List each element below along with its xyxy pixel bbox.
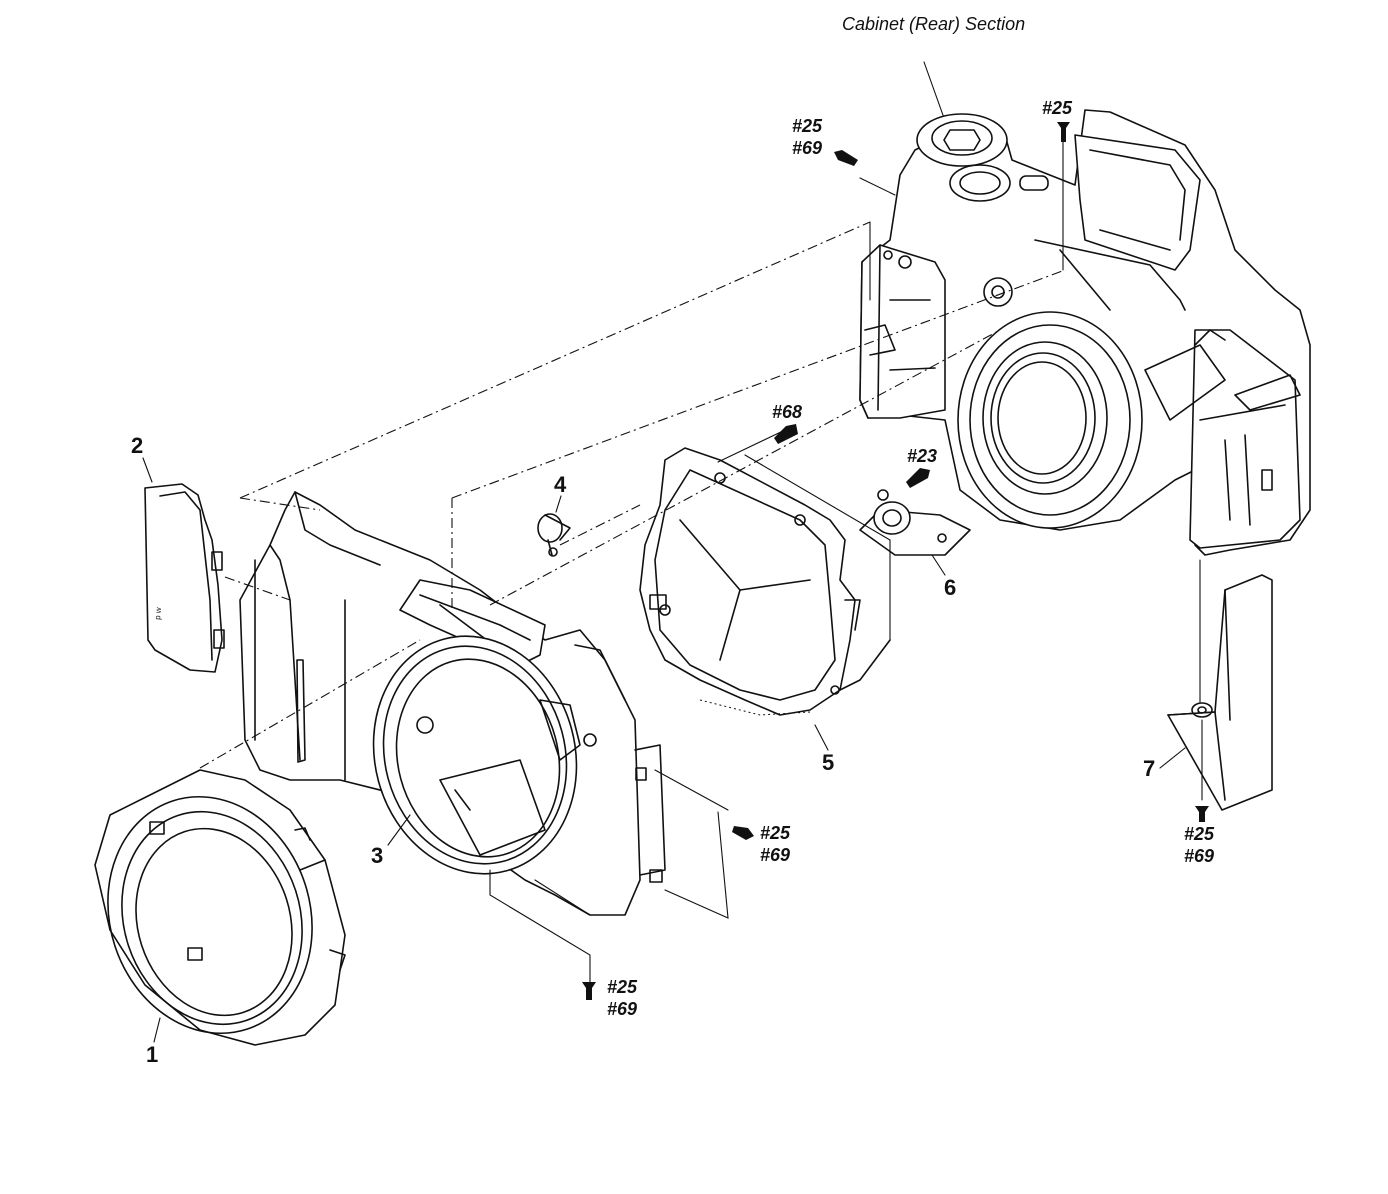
screw-ref-hinge: #23 bbox=[907, 446, 937, 466]
screw-ref-top-left-a: #25 bbox=[792, 116, 823, 136]
screw-ref-top-left-b: #69 bbox=[792, 138, 822, 158]
screw-ref-bottom-b: #69 bbox=[607, 999, 637, 1019]
part-5-leader bbox=[814, 724, 829, 751]
screw-bracket-top bbox=[774, 424, 798, 444]
screw-front-right bbox=[732, 826, 754, 840]
screw-ref-top-right: #25 bbox=[1042, 98, 1073, 118]
screw-ref-front-right-b: #69 bbox=[760, 845, 790, 865]
part-1-leader bbox=[153, 1017, 161, 1043]
screw-bottom bbox=[582, 982, 596, 1000]
assembly-guide-lines bbox=[199, 139, 1203, 986]
screw-bracket-7 bbox=[1195, 806, 1209, 822]
screw-ref-front-right-a: #25 bbox=[760, 823, 791, 843]
screw-hinge bbox=[906, 468, 930, 488]
part-5-label: 5 bbox=[822, 750, 834, 775]
part-1-label: 1 bbox=[146, 1042, 158, 1067]
screw-top-right bbox=[1057, 122, 1070, 142]
screw-ref-bottom-a: #25 bbox=[607, 977, 638, 997]
screw-ref-bracket7-a: #25 bbox=[1184, 824, 1215, 844]
part-4-leader bbox=[555, 495, 562, 513]
part-4-label: 4 bbox=[554, 472, 567, 497]
cabinet-rear-assembly bbox=[859, 109, 1311, 556]
part-7-bracket bbox=[1167, 574, 1273, 811]
part-1-lens-ring bbox=[94, 769, 346, 1046]
part-6-hinge bbox=[859, 489, 971, 556]
section-title: Cabinet (Rear) Section bbox=[842, 14, 1025, 34]
part-5-frame bbox=[639, 447, 891, 716]
part-2-leader bbox=[142, 457, 153, 483]
part-7-label: 7 bbox=[1143, 756, 1155, 781]
part-4-spring bbox=[537, 513, 571, 557]
part-3-leader bbox=[387, 814, 411, 846]
screw-top-left bbox=[834, 150, 858, 166]
part-7-leader bbox=[1159, 747, 1186, 769]
screw-ref-bracket7-b: #69 bbox=[1184, 846, 1214, 866]
screw-ref-bracket-top: #68 bbox=[772, 402, 802, 422]
part-6-label: 6 bbox=[944, 575, 956, 600]
title-leader-line bbox=[923, 61, 945, 119]
part-2-cover: p w bbox=[144, 483, 225, 673]
svg-text:p w: p w bbox=[153, 607, 163, 620]
part-3-label: 3 bbox=[371, 843, 383, 868]
cabinet-front-body bbox=[239, 491, 666, 916]
part-2-label: 2 bbox=[131, 433, 143, 458]
part-6-leader bbox=[931, 554, 946, 576]
